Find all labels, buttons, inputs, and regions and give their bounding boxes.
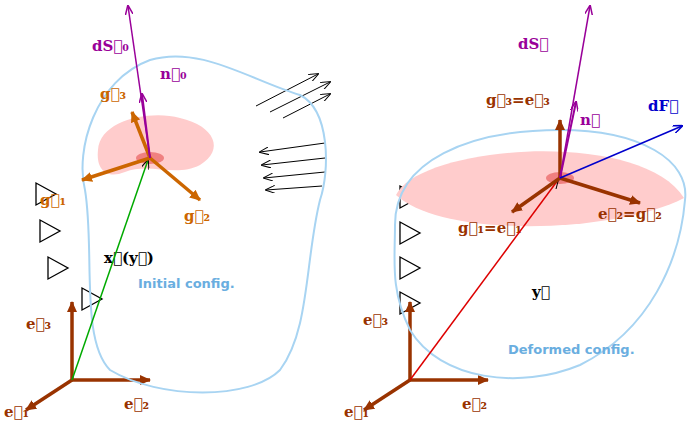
vector-label: e⃗₂=g⃗₂	[598, 206, 662, 223]
body-configuration: Deformed config.	[390, 120, 690, 390]
vector-label: y⃗	[532, 284, 550, 301]
vector-label: g⃗₁=e⃗₁	[458, 220, 522, 237]
vector-label: g⃗₂	[184, 208, 210, 225]
vector-label: n⃗₀	[160, 66, 186, 83]
position-vector	[72, 160, 148, 380]
vector-label: dS⃗	[518, 36, 548, 53]
configuration-label: Deformed config.	[508, 342, 635, 357]
base-frames	[26, 302, 488, 410]
vector-label: e⃗₂	[124, 396, 149, 413]
traction-arrows	[256, 74, 330, 190]
vector-label: x⃗(y⃗)	[104, 250, 154, 267]
vector-label: g⃗₃	[100, 86, 126, 103]
vector-label: e⃗₁	[344, 404, 369, 421]
vector-label: e⃗₁	[4, 404, 29, 421]
vector-label: e⃗₃	[26, 316, 51, 333]
configuration-label: Initial config.	[138, 276, 235, 291]
vector-label: dS⃗₀	[92, 38, 129, 55]
vector-label: e⃗₂	[462, 396, 487, 413]
vector-label: n⃗	[580, 112, 600, 129]
vector-label: g⃗₃=e⃗₃	[486, 92, 550, 109]
vector-label: e⃗₃	[363, 312, 388, 329]
vector-label: dF⃗	[648, 98, 678, 115]
vector-label: g⃗₁	[40, 192, 66, 209]
support-symbols	[36, 183, 420, 314]
